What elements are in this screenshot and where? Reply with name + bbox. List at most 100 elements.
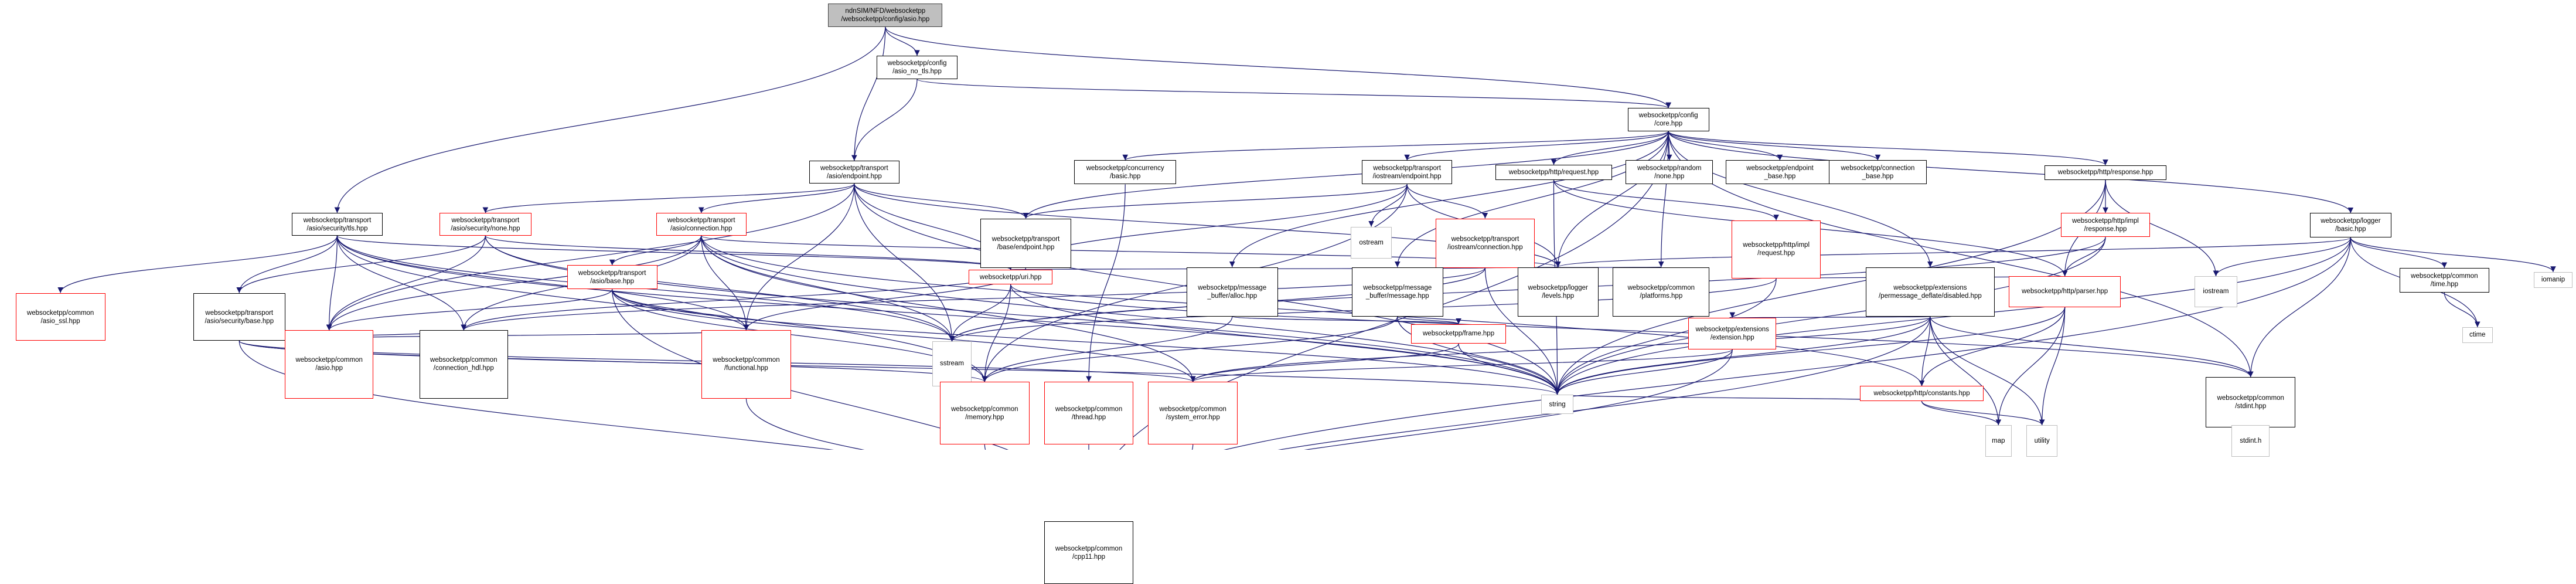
edge-sec-none-to-sec-base [236,235,486,293]
graph-node-concurrency-basic[interactable]: websocketpp/concurrency /basic.hpp [1074,160,1177,185]
graph-node-root[interactable]: ndnSIM/NFD/websocketpp /websocketpp/conf… [828,4,943,27]
graph-node-common-system-error[interactable]: websocketpp/common /system_error.hpp [1147,382,1238,445]
edge-t-asio-connection-to-common-asio [326,235,702,331]
node-label: websocketpp/transport /asio/base.hpp [578,269,646,285]
graph-node-frame[interactable]: websocketpp/frame.hpp [1411,324,1507,344]
graph-node-t-iostream-connection[interactable]: websocketpp/transport /iostream/connecti… [1436,218,1535,268]
graph-node-string: string [1541,394,1573,415]
graph-node-asio-no-tls[interactable]: websocketpp/config /asio_no_tls.hpp [876,56,958,79]
edge-t-asio-base-to-common-system-error [612,289,1196,382]
edge-t-asio-endpoint-to-t-asio-connection [698,184,855,213]
node-label: websocketpp/transport /asio/endpoint.hpp [820,164,888,180]
edge-ext-extension-to-string [1554,349,1733,395]
node-label: websocketpp/common /cpp11.hpp [1055,545,1123,561]
graph-node-common-time[interactable]: websocketpp/common /time.hpp [2399,267,2489,293]
graph-node-stdint-h: stdint.h [2231,425,2270,457]
graph-node-logger-levels[interactable]: websocketpp/logger /levels.hpp [1517,267,1599,317]
graph-node-asio-ssl[interactable]: websocketpp/common /asio_ssl.hpp [15,293,105,341]
graph-node-http-impl-response[interactable]: websocketpp/http/impl /response.hpp [2060,213,2151,237]
edge-t-base-endpoint-to-connection-hdl [461,267,1027,331]
edge-http-impl-response-to-string [1554,237,2106,395]
graph-node-sec-tls[interactable]: websocketpp/transport /asio/security/tls… [292,213,383,236]
node-label: websocketpp/random /none.hpp [1637,164,1702,180]
node-label: websocketpp/transport /iostream/endpoint… [1372,164,1442,180]
edge-uri-to-common-stdint [1010,284,2254,378]
edge-http-response-to-iostream [2105,179,2219,277]
graph-node-logger-basic[interactable]: websocketpp/logger /basic.hpp [2310,213,2391,238]
edge-sec-tls-to-asio-ssl [57,235,338,293]
node-label: map [1992,437,2005,444]
edge-t-asio-base-to-string [612,289,1560,395]
node-label: websocketpp/common /asio_ssl.hpp [26,309,94,325]
edge-http-parser-to-string [1554,307,2066,395]
graph-node-t-base-endpoint[interactable]: websocketpp/transport /base/endpoint.hpp [980,218,1071,268]
graph-node-mb-message[interactable]: websocketpp/message _buffer/message.hpp [1351,267,1443,317]
graph-node-sec-none[interactable]: websocketpp/transport /asio/security/non… [439,213,532,236]
node-label: websocketpp/common /connection_hdl.hpp [430,356,498,372]
graph-node-random-none[interactable]: websocketpp/random /none.hpp [1626,160,1713,185]
graph-node-pmd-disabled[interactable]: websocketpp/extensions /permessage_defla… [1866,267,1995,317]
graph-node-common-memory[interactable]: websocketpp/common /memory.hpp [939,382,1030,445]
graph-node-connection-base[interactable]: websocketpp/connection _base.hpp [1828,160,1927,185]
edge-http-impl-response-to-http-parser [2062,237,2106,277]
edge-logger-basic-to-logger-levels [1555,237,2351,268]
edge-uri-to-common-memory [982,284,1011,382]
edge-core-to-endpoint-base [1668,131,1783,161]
graph-node-http-constants[interactable]: websocketpp/http/constants.hpp [1859,386,1984,402]
node-label: websocketpp/http/response.hpp [2057,169,2154,176]
edge-uri-to-string [1010,284,1560,395]
graph-node-t-iostream-endpoint[interactable]: websocketpp/transport /iostream/endpoint… [1361,160,1453,185]
edge-mb-message-to-string [1397,316,1560,395]
graph-node-common-stdint[interactable]: websocketpp/common /stdint.hpp [2206,376,2296,428]
graph-node-t-asio-base[interactable]: websocketpp/transport /asio/base.hpp [567,265,657,290]
graph-node-uri[interactable]: websocketpp/uri.hpp [969,270,1052,284]
edge-sec-tls-to-sec-base [236,235,338,293]
graph-node-endpoint-base[interactable]: websocketpp/endpoint _base.hpp [1725,160,1834,185]
edge-t-asio-base-to-common-functional [612,289,749,331]
edge-sec-tls-to-uri [336,235,1014,270]
node-label: websocketpp/common /memory.hpp [951,405,1018,421]
edge-t-asio-connection-to-http-constants [701,235,1925,386]
graph-node-ext-extension[interactable]: websocketpp/extensions /extension.hpp [1688,318,1777,349]
graph-node-sec-base[interactable]: websocketpp/transport /asio/security/bas… [193,293,285,341]
edge-pmd-disabled-to-common-stdint [1930,316,2254,378]
edge-http-constants-to-map [1921,401,2002,426]
graph-node-common-cpp11[interactable]: websocketpp/common /cpp11.hpp [1044,521,1133,584]
graph-node-sstream: sstream [932,341,972,386]
graph-node-t-asio-endpoint[interactable]: websocketpp/transport /asio/endpoint.hpp [809,161,899,184]
graph-node-common-asio[interactable]: websocketpp/common /asio.hpp [285,330,374,399]
edge-pmd-disabled-to-common-system-error [1190,316,1931,382]
node-label: websocketpp/http/parser.hpp [2022,288,2108,296]
node-label: websocketpp/extensions /permessage_defla… [1878,284,1982,300]
graph-node-mb-alloc[interactable]: websocketpp/message _buffer/alloc.hpp [1186,267,1278,317]
edge-logger-basic-to-common-time [2350,237,2448,269]
edge-http-parser-to-http-constants [1919,307,2066,386]
graph-node-connection-hdl[interactable]: websocketpp/common /connection_hdl.hpp [419,330,508,399]
node-label: websocketpp/common /stdint.hpp [2217,395,2284,410]
graph-node-http-parser[interactable]: websocketpp/http/parser.hpp [2009,276,2121,307]
graph-node-common-thread[interactable]: websocketpp/common /thread.hpp [1044,382,1133,445]
edge-http-impl-request-to-string [1554,278,1777,395]
graph-node-common-functional[interactable]: websocketpp/common /functional.hpp [701,330,791,399]
graph-node-core[interactable]: websocketpp/config /core.hpp [1627,108,1709,131]
edge-core-to-http-response [1668,131,2108,166]
edge-core-to-connection-base [1668,131,1881,161]
edge-ext-extension-to-common-system-error [1190,349,1733,382]
edge-logger-basic-to-iostream [2213,237,2351,277]
node-label: websocketpp/config /core.hpp [1638,112,1698,128]
edge-root-to-sec-tls [334,26,886,213]
graph-node-iomanip: iomanip [2533,271,2573,288]
edge-t-asio-connection-to-t-asio-base [609,235,702,266]
graph-node-http-request[interactable]: websocketpp/http/request.hpp [1495,165,1612,180]
graph-node-map: map [1985,425,2012,457]
edge-core-to-concurrency-basic [1122,131,1669,161]
edge-core-to-mb-message [1394,131,1669,267]
edge-sec-none-to-common-asio [326,235,486,331]
graph-node-http-response[interactable]: websocketpp/http/response.hpp [2045,165,2166,180]
node-label: websocketpp/transport /iostream/connecti… [1447,235,1523,251]
graph-node-http-impl-request[interactable]: websocketpp/http/impl /request.hpp [1731,220,1821,279]
graph-node-common-platforms[interactable]: websocketpp/common /platforms.hpp [1613,267,1710,317]
graph-node-t-asio-connection[interactable]: websocketpp/transport /asio/connection.h… [656,213,747,236]
node-label: ostream [1359,239,1384,246]
edge-asio-no-tls-to-core [916,79,1671,108]
